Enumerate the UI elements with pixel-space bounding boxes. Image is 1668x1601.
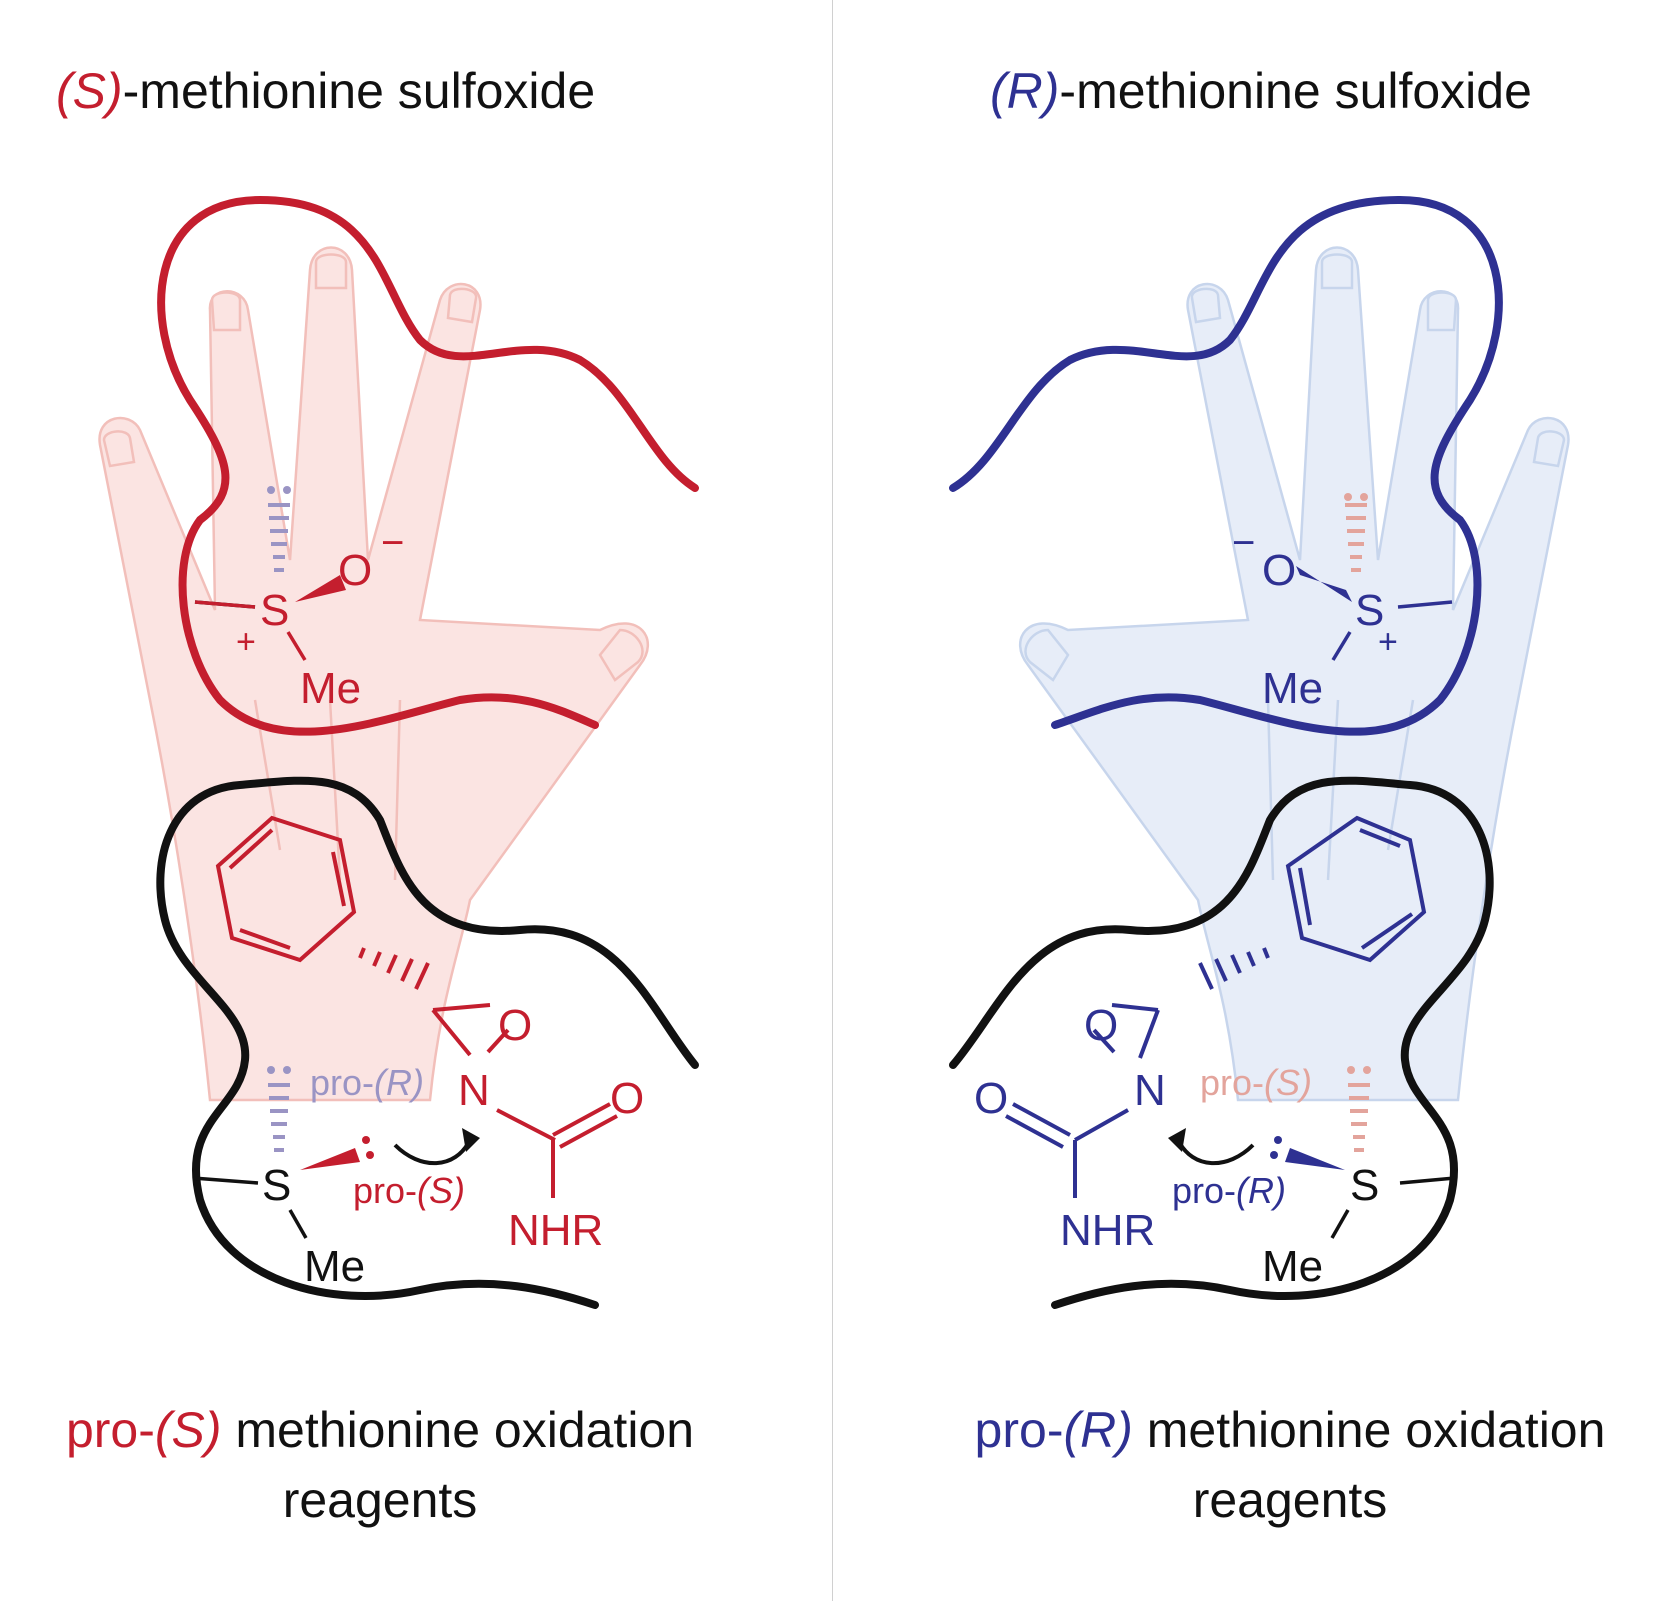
left-title-config: (S) [56,63,123,119]
right-label-pro-R: pro-(R) [1172,1170,1286,1211]
right-label-pro-S: pro-(S) [1200,1062,1312,1103]
left-sulfoxide-O-charge: − [381,521,404,565]
right-title-config: (R) [990,63,1060,119]
left-label-pro-R: pro-(R) [310,1062,424,1103]
right-sulfoxide-Me: Me [1262,664,1323,713]
left-sulfoxide-Me: Me [300,664,361,713]
left-phenyl-ring [215,815,357,963]
right-caption-line1: pro-(R) methionine oxidation [920,1395,1660,1465]
right-sulfoxide-structure: S O − + Me [1232,493,1453,713]
right-black-binding-pocket [949,776,1494,1309]
right-title-rest: -methionine sulfoxide [1059,63,1532,119]
right-thioether: S Me [1168,1066,1456,1291]
right-caption: pro-(R) methionine oxidation reagents [920,1395,1660,1535]
left-thioether: S Me [192,1066,480,1291]
left-caption-line1: pro-(S) methionine oxidation [0,1395,760,1465]
right-thioether-Me: Me [1262,1242,1323,1291]
right-reagent-NHR: NHR [1060,1206,1155,1255]
left-title: (S)-methionine sulfoxide [56,62,595,120]
left-reagent-NHR: NHR [508,1206,603,1255]
left-reagent-O-carbonyl: O [610,1074,644,1123]
right-oxaziridine-reagent [1005,815,1427,1198]
right-caption-line2: reagents [1192,1472,1388,1528]
right-reagent-O-carbonyl: O [974,1074,1008,1123]
right-hand-illustration [1018,246,1570,1102]
left-sulfoxide-S-charge: + [236,623,256,661]
left-caption-rest: methionine oxidation [221,1402,695,1458]
left-red-binding-pocket [157,195,699,736]
right-blue-binding-pocket [949,195,1503,736]
left-thioether-S: S [262,1161,291,1210]
left-hand-illustration [98,246,650,1102]
left-reagent-N: N [458,1066,490,1115]
right-sulfoxide-S: S [1355,586,1384,635]
left-reagent-O-ring: O [498,1001,532,1050]
right-hashed-wedge [1198,947,1270,990]
left-caption-config: (S) [154,1402,222,1458]
panel-divider [832,0,833,1601]
right-caption-rest: methionine oxidation [1132,1402,1606,1458]
left-sulfoxide-structure: S O − + Me [194,486,404,713]
left-oxaziridine-reagent [215,815,618,1198]
left-caption: pro-(S) methionine oxidation reagents [0,1395,760,1535]
right-reagent-O-ring: O [1084,1001,1118,1050]
left-caption-line2: reagents [282,1472,478,1528]
right-phenyl-ring [1285,815,1427,963]
right-caption-config: (R) [1063,1402,1133,1458]
left-sulfoxide-O: O [338,546,372,595]
left-title-rest: -methionine sulfoxide [122,63,596,119]
right-caption-prefix: pro- [974,1402,1064,1458]
right-sulfoxide-O-charge: − [1232,521,1255,565]
right-sulfoxide-S-charge: + [1378,623,1398,661]
right-thioether-S: S [1350,1161,1379,1210]
left-caption-prefix: pro- [65,1402,155,1458]
left-black-binding-pocket [156,776,699,1309]
right-reagent-N: N [1134,1066,1166,1115]
right-sulfoxide-O: O [1262,546,1296,595]
left-sulfoxide-S: S [260,586,289,635]
left-hashed-wedge [358,947,430,990]
right-title: (R)-methionine sulfoxide [990,62,1532,120]
left-thioether-Me: Me [304,1242,365,1291]
left-label-pro-S: pro-(S) [353,1170,465,1211]
